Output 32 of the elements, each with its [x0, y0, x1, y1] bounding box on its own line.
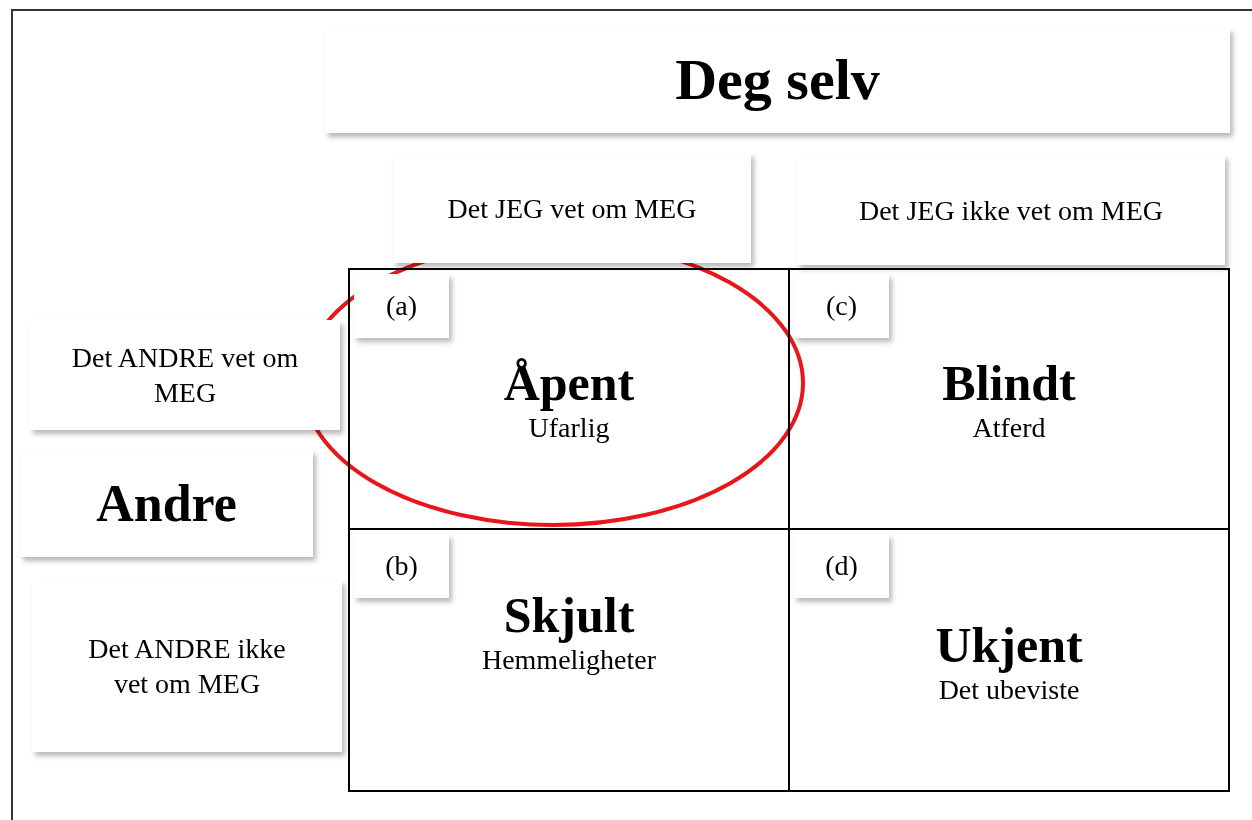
tag-letter: (c) [825, 290, 858, 322]
heading-text: Deg selv [675, 46, 880, 115]
pane-subtitle: Atferd [972, 411, 1046, 445]
pane-subtitle: Hemmeligheter [481, 643, 657, 677]
label-text: Det JEG ikke vet om MEG [858, 193, 1164, 228]
window-pane [788, 268, 1230, 530]
label-card [325, 28, 1230, 133]
label-card [32, 580, 342, 752]
window-pane [348, 268, 790, 530]
label-card [393, 153, 751, 263]
pane-subtitle: Ufarlig [528, 411, 610, 445]
pane-title: Blindt [942, 356, 1076, 411]
label-text: Det JEG vet om MEG [447, 191, 697, 226]
label-text: Det ANDRE ikke vet om MEG [87, 632, 287, 701]
pane-title: Ukjent [935, 618, 1083, 673]
heading-text: Andre [96, 474, 237, 534]
tag-letter: (a) [385, 290, 418, 322]
label-card [30, 320, 340, 430]
pane-title: Skjult [503, 588, 635, 643]
letter-tag [354, 534, 449, 598]
pane-subtitle: Det ubeviste [938, 673, 1080, 707]
window-pane [788, 528, 1230, 792]
letter-tag [794, 274, 889, 338]
letter-tag [794, 534, 889, 598]
letter-tag [354, 274, 449, 338]
tag-letter: (b) [385, 550, 418, 582]
pane-title: Åpent [503, 356, 635, 411]
window-pane [348, 528, 790, 792]
label-card [20, 450, 313, 557]
tag-letter: (d) [825, 550, 858, 582]
label-text: Det ANDRE vet om MEG [70, 341, 300, 410]
label-card [797, 155, 1225, 265]
